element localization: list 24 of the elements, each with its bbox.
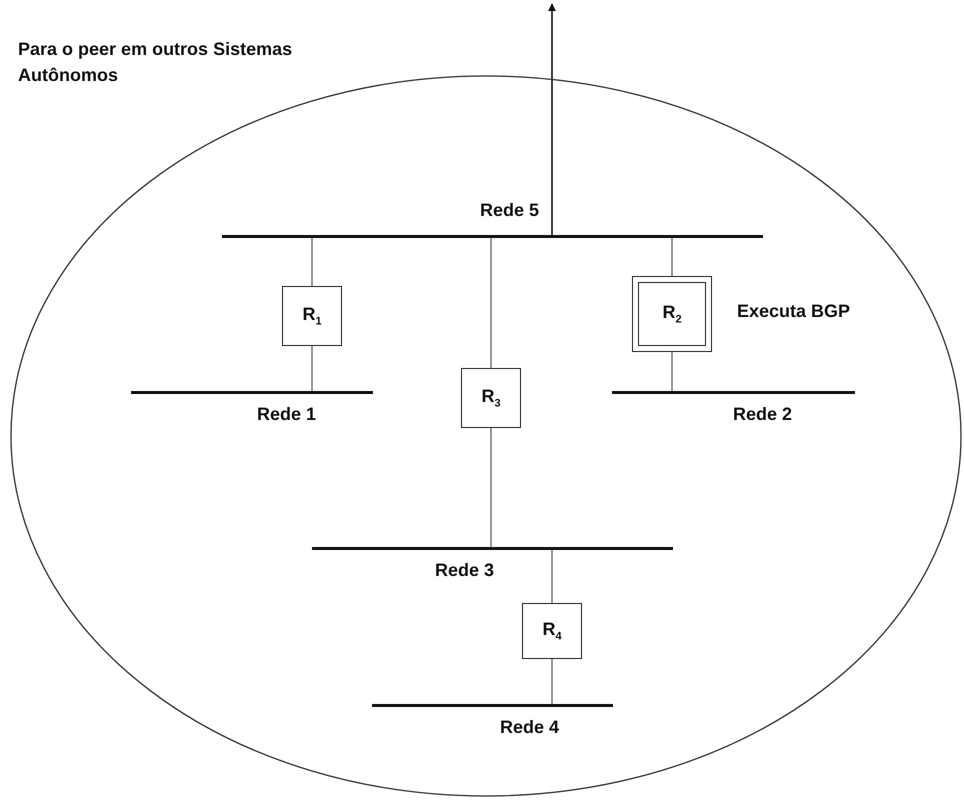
router-label: R$_{2}$: [662, 302, 682, 326]
connection-line: [311, 238, 313, 286]
router-label: R$_{4}$: [542, 619, 562, 643]
router-box: [632, 276, 712, 352]
router-box: [461, 368, 521, 428]
connection-line: [551, 550, 553, 603]
connection-line: [490, 238, 492, 368]
connection-line: [671, 352, 673, 391]
network-label: Rede 1: [257, 404, 316, 425]
network-label: Rede 2: [733, 404, 792, 425]
connection-line: [311, 346, 313, 391]
connection-line: [551, 659, 553, 704]
router-label: R$_{1}$: [302, 304, 322, 328]
connection-line: [671, 238, 673, 276]
network-label: Rede 3: [435, 560, 494, 581]
connection-line: [490, 428, 492, 547]
router-box: [282, 286, 342, 346]
router-label: R$_{3}$: [481, 386, 501, 410]
network-label: Rede 5: [480, 200, 540, 221]
network-label: Rede 4: [500, 717, 560, 738]
note-text: Para o peer em outros Sistemas Autônomos: [18, 38, 294, 87]
router-note: Executa BGP: [737, 301, 850, 322]
router-box: [522, 603, 582, 659]
arrow: [548, 3, 556, 235]
